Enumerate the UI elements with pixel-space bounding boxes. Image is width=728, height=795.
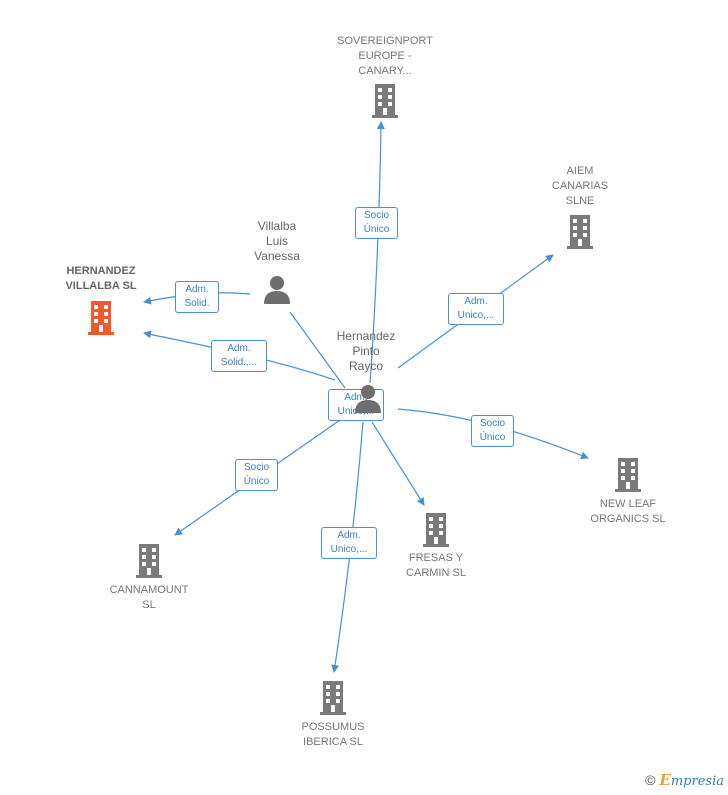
building-icon — [320, 681, 346, 715]
node-label: Hernandez Pinto Rayco — [336, 329, 396, 373]
edge-label-adm-solid-pinto: Adm. Solid.,... — [211, 340, 267, 372]
building-icon — [372, 84, 398, 118]
copyright-symbol: © — [645, 772, 656, 788]
node-label: HERNANDEZ VILLALBA SL — [65, 265, 137, 292]
brand-logo-text: mpresia — [670, 774, 724, 789]
edge-to-sovereignport — [369, 121, 385, 384]
edge-villalba-to-hub — [289, 311, 346, 389]
building-icon — [136, 544, 162, 578]
building-icon — [88, 301, 114, 335]
node-label: AIEM CANARIAS SLNE — [551, 165, 609, 207]
edge-to-fresas — [371, 421, 425, 506]
node-label: SOVEREIGNPORT EUROPE - CANARY... — [337, 35, 433, 77]
brand-logo-e: E — [659, 771, 671, 789]
node-label: Villalba Luis Vanessa — [254, 219, 300, 263]
node-label: CANNAMOUNT SL — [109, 584, 189, 611]
node-label: FRESAS Y CARMIN SL — [406, 552, 466, 579]
edge-label-adm-unico-possumus: Adm. Unico,... — [321, 527, 377, 559]
building-icon — [423, 513, 449, 547]
edge-label-adm-unico-aiem: Adm. Unico,... — [448, 293, 504, 325]
node-label: POSSUMUS IBERICA SL — [301, 721, 365, 748]
edge-label-socio-unico-cannamount: Socio Único — [235, 459, 278, 491]
node-label: NEW LEAF ORGANICS SL — [590, 498, 666, 525]
edge-label-socio-unico-sovereignport: Socio Único — [355, 207, 398, 239]
person-icon — [355, 385, 381, 413]
edge-label-adm-solid-villalba: Adm. Solid. — [175, 281, 219, 313]
building-icon — [567, 215, 593, 249]
person-icon — [264, 276, 290, 304]
building-icon — [615, 458, 641, 492]
edge-label-socio-unico-new-leaf: Socio Único — [471, 415, 514, 447]
footer-brand[interactable]: ©Empresia — [645, 771, 724, 789]
